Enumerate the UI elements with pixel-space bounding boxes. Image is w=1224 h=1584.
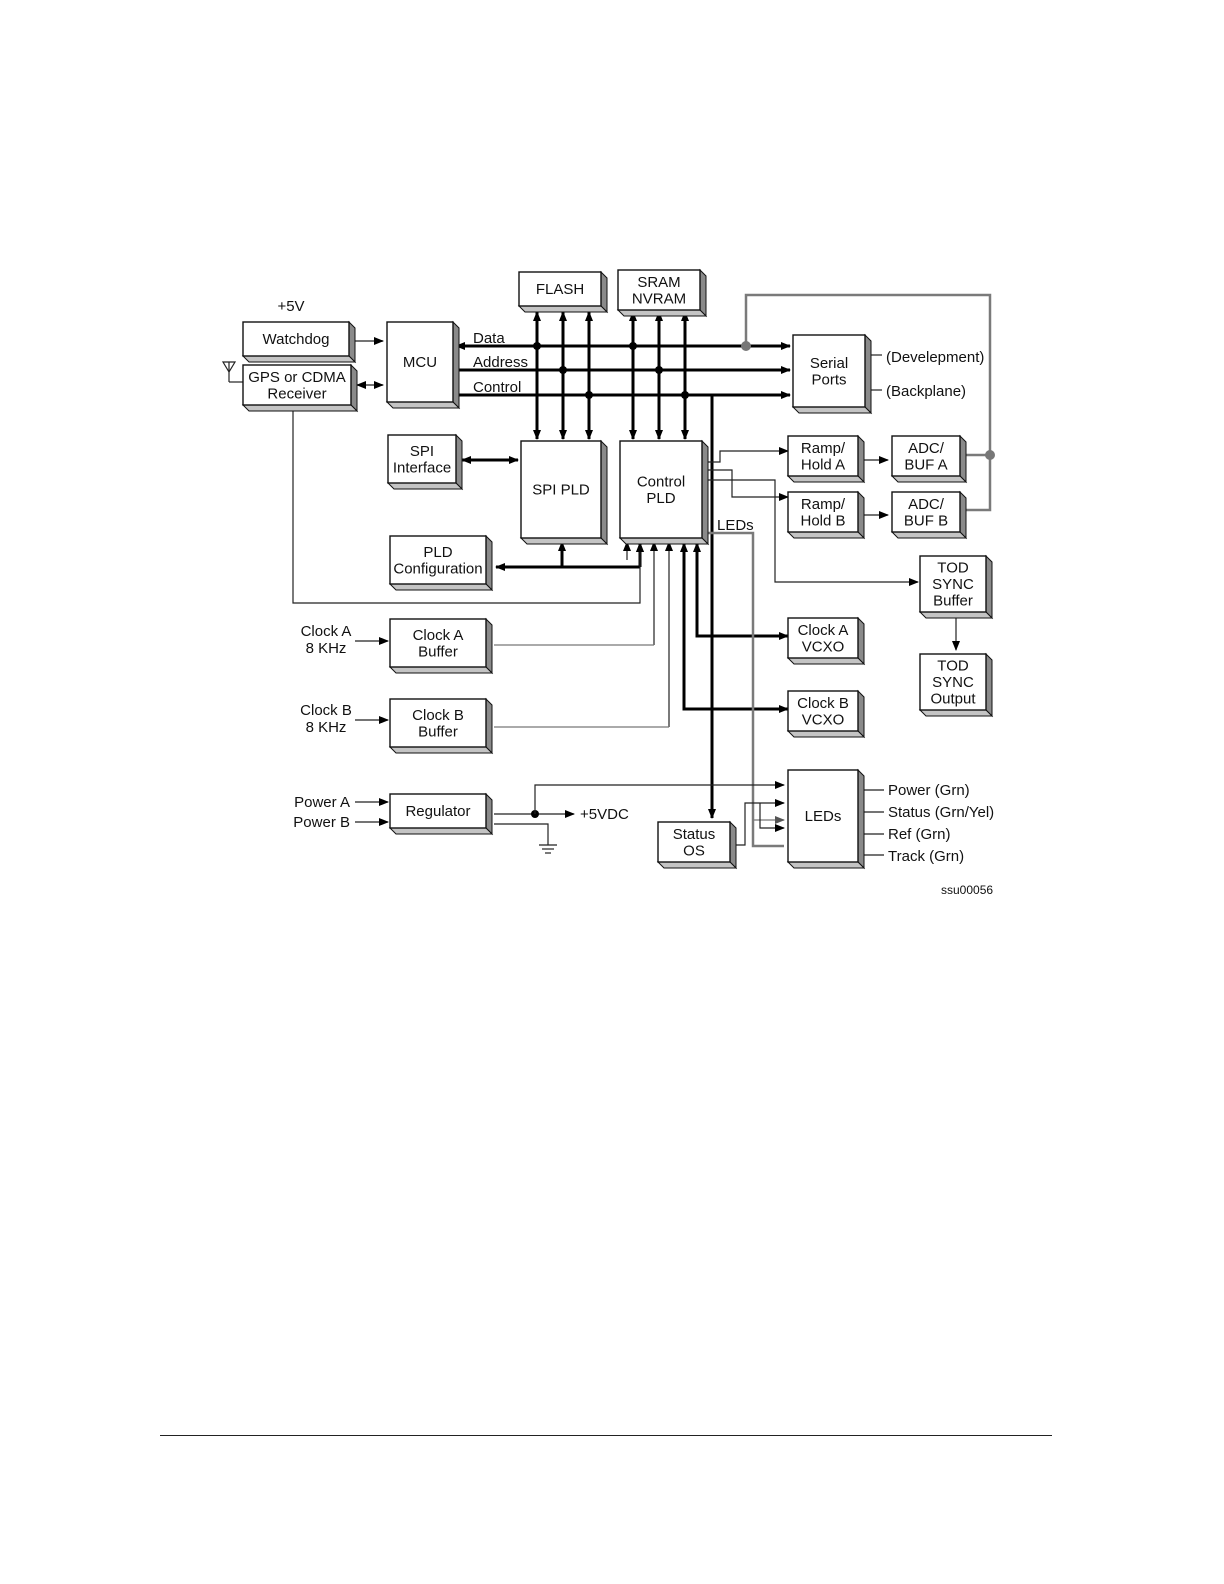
mcu-block: MCU [385, 320, 461, 410]
ramp-hold-b-label: Ramp/ [801, 496, 846, 513]
spi-pld-label: SPI PLD [532, 482, 590, 499]
backplane-port-label: (Backplane) [886, 383, 966, 400]
adc-buf-b-label: ADC/ [908, 496, 945, 513]
status-os-label: Status [673, 826, 716, 843]
clock-b-vcxo-label: Clock B [797, 695, 849, 712]
spi-interface-label: SPI [410, 443, 434, 460]
tod-sync-output-label: SYNC [932, 674, 974, 691]
led-output-label: Track (Grn) [888, 848, 964, 865]
sram-label: SRAM [637, 274, 680, 291]
adc-buf-a-label: ADC/ [908, 440, 945, 457]
clock-a-input-freq: 8 KHz [306, 640, 347, 657]
clock-a-buffer-label: Clock A [413, 627, 464, 644]
ramp-hold-a-block: Ramp/Hold A [786, 434, 866, 484]
clock-a-input-label: Clock A [301, 623, 352, 640]
footer-rule [160, 1435, 1052, 1436]
spi-pld-block: SPI PLD [519, 439, 609, 546]
mcu-label: MCU [403, 354, 437, 371]
watchdog-block: Watchdog [241, 320, 357, 364]
ramp-hold-a-label: Hold A [801, 456, 845, 473]
plus-5v-label: +5V [277, 298, 304, 315]
adc-buf-b-label: BUF B [904, 512, 948, 529]
pld-config-label: PLD [423, 544, 452, 561]
leds-block-block: LEDs [786, 768, 866, 870]
development-port-label: (Develepment) [886, 349, 984, 366]
gps-label: Receiver [267, 385, 326, 402]
connection-lines [221, 293, 995, 856]
status-os-label: OS [683, 842, 705, 859]
leds-block-label: LEDs [805, 808, 842, 825]
adc-buf-b-block: ADC/BUF B [890, 490, 968, 540]
clock-b-input-label: Clock B [300, 702, 352, 719]
gps-label: GPS or CDMA [248, 369, 346, 386]
clock-b-input-freq: 8 KHz [306, 719, 347, 736]
pld-config-label: Configuration [393, 560, 482, 577]
clock-a-vcxo-label: VCXO [802, 638, 845, 655]
led-output-label: Status (Grn/Yel) [888, 804, 994, 821]
power-a-label: Power A [294, 794, 350, 811]
tod-sync-output-label: Output [930, 691, 976, 708]
spi-interface-label: Interface [393, 459, 451, 476]
tod-sync-output-label: TOD [937, 658, 969, 675]
address-bus-label: Address [473, 354, 528, 371]
clock-b-vcxo-label: VCXO [802, 711, 845, 728]
flash-block: FLASH [517, 270, 609, 314]
tod-sync-buffer-label: TOD [937, 560, 969, 577]
clock-b-buffer-label: Buffer [418, 723, 458, 740]
control-bus-label: Control [473, 379, 521, 396]
control-pld-label: Control [637, 473, 685, 490]
control-pld-label: PLD [646, 490, 675, 507]
power-b-label: Power B [293, 814, 350, 831]
clock-b-buffer-label: Clock B [412, 707, 464, 724]
regulator-label: Regulator [405, 803, 470, 820]
ramp-hold-b-block: Ramp/Hold B [786, 490, 866, 540]
clock-a-vcxo-label: Clock A [798, 622, 849, 639]
adc-buf-a-label: BUF A [904, 456, 947, 473]
tod-sync-buffer-label: Buffer [933, 593, 973, 610]
figure-id-label: ssu00056 [941, 883, 993, 897]
ramp-hold-b-label: Hold B [800, 512, 845, 529]
plus-5vdc-label: +5VDC [580, 806, 629, 823]
serial-ports-label: Ports [811, 371, 846, 388]
sram-label: NVRAM [632, 290, 686, 307]
watchdog-label: Watchdog [263, 331, 330, 348]
clock-a-buffer-label: Buffer [418, 643, 458, 660]
flash-label: FLASH [536, 281, 584, 298]
adc-buf-a-block: ADC/BUF A [890, 434, 968, 484]
data-bus-label: Data [473, 330, 505, 347]
tod-sync-buffer-label: SYNC [932, 576, 974, 593]
serial-ports-label: Serial [810, 355, 848, 372]
leds-line-label: LEDs [717, 517, 754, 534]
ramp-hold-a-label: Ramp/ [801, 440, 846, 457]
regulator-block: Regulator [388, 792, 494, 836]
led-output-label: Power (Grn) [888, 782, 970, 799]
led-output-label: Ref (Grn) [888, 826, 951, 843]
